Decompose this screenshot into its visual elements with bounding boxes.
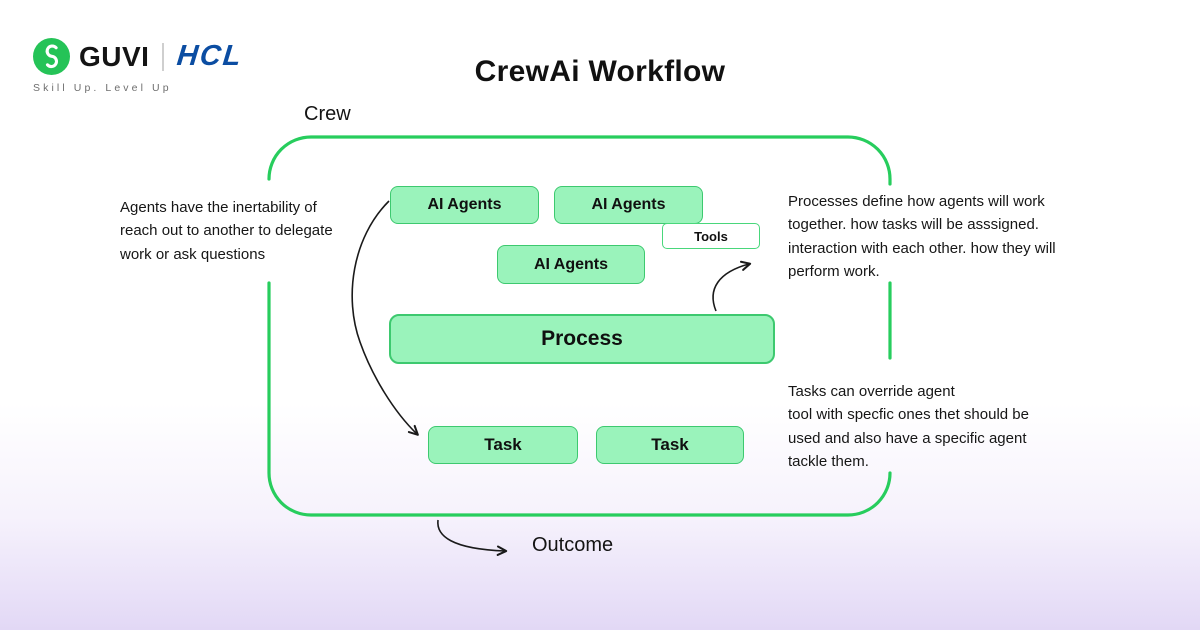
brand-tagline: Skill Up. Level Up xyxy=(33,82,172,94)
processes-note: Processes define how agents will work to… xyxy=(788,190,1056,283)
note-line: tackle them. xyxy=(788,452,869,470)
guvi-wordmark: GUVI xyxy=(79,40,150,72)
process-node: Process xyxy=(389,314,775,364)
guvi-logo-icon xyxy=(33,38,70,75)
note-line: together. how tasks will be asssigned. xyxy=(788,216,1039,234)
note-line: Processes define how agents will work xyxy=(788,193,1045,210)
task-node-2: Task xyxy=(596,426,744,464)
note-line: used and also have a specific agent xyxy=(788,429,1027,447)
brand-divider xyxy=(162,42,165,71)
outcome-label: Outcome xyxy=(532,534,614,556)
process-to-note-arrow xyxy=(712,260,752,312)
agents-delegation-note: Agents have the inertability of reach ou… xyxy=(120,196,333,266)
tools-node: Tools xyxy=(662,223,760,249)
note-line: Agents have the inertability of xyxy=(120,199,317,216)
note-line: work or ask questions xyxy=(120,245,266,263)
note-line: reach out to another to delegate xyxy=(120,222,333,240)
note-line: perform work. xyxy=(788,262,880,280)
ai-agents-node-2: AI Agents xyxy=(554,186,703,224)
ai-agents-node-1: AI Agents xyxy=(390,186,539,224)
note-line: tool with specfic ones thet should be xyxy=(788,406,1029,424)
crew-container-label: Crew xyxy=(304,103,351,125)
task-node-1: Task xyxy=(428,426,578,464)
note-line: Tasks can override agent xyxy=(788,383,955,400)
tasks-override-note: Tasks can override agent tool with specf… xyxy=(788,380,1029,473)
page-title: CrewAi Workflow xyxy=(474,55,726,88)
crew-to-outcome-arrow xyxy=(437,519,508,556)
note-line: interaction with each other. how they wi… xyxy=(788,239,1056,257)
ai-agents-node-3: AI Agents xyxy=(497,245,645,284)
brand-header: GUVI HCL Skill Up. Level Up xyxy=(33,38,245,94)
